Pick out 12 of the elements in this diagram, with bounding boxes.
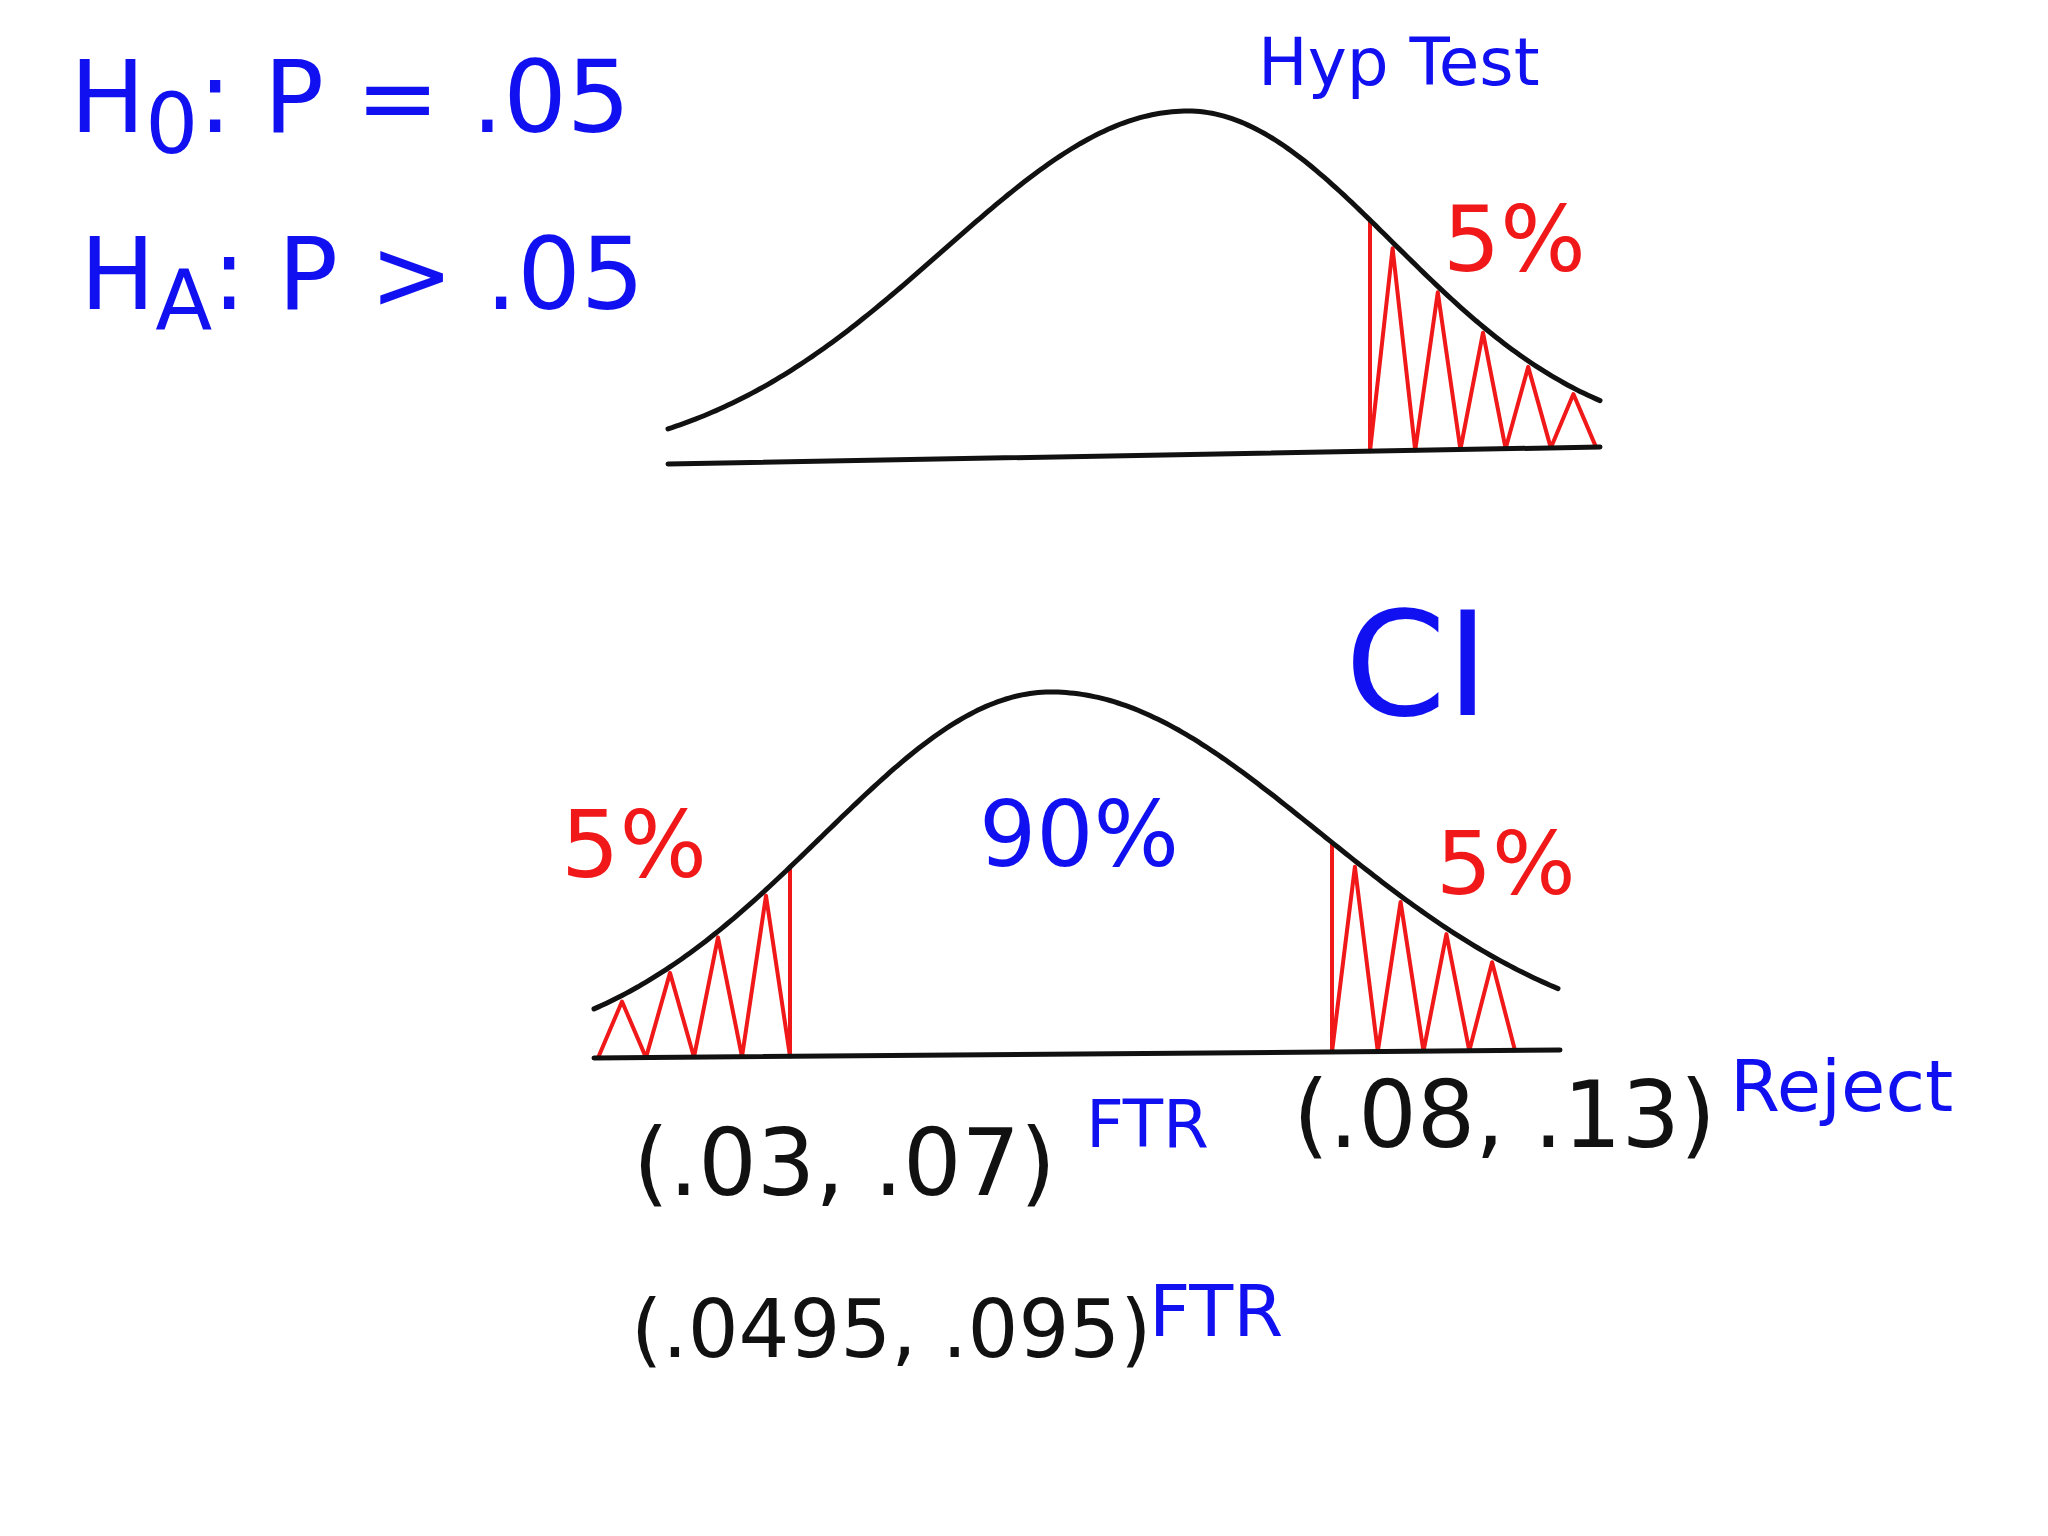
decision-label: FTR: [1149, 1275, 1284, 1347]
percent-label: 5%: [1436, 820, 1576, 908]
percent-label: 5%: [561, 800, 707, 892]
hypothesis-text: H$_{A}$: P > .05: [80, 225, 645, 344]
decision-label: FTR: [1086, 1092, 1209, 1158]
percent-label: 5%: [1443, 195, 1586, 285]
interval-text: (.03, .07): [633, 1118, 1056, 1210]
hypothesis-text: H$_{0}$: P = .05: [70, 48, 631, 167]
curve-title: CI: [1345, 592, 1489, 737]
interval-text: (.0495, .095): [631, 1290, 1152, 1370]
percent-label: 90%: [979, 790, 1180, 880]
interval-text: (.08, .13): [1293, 1070, 1716, 1162]
